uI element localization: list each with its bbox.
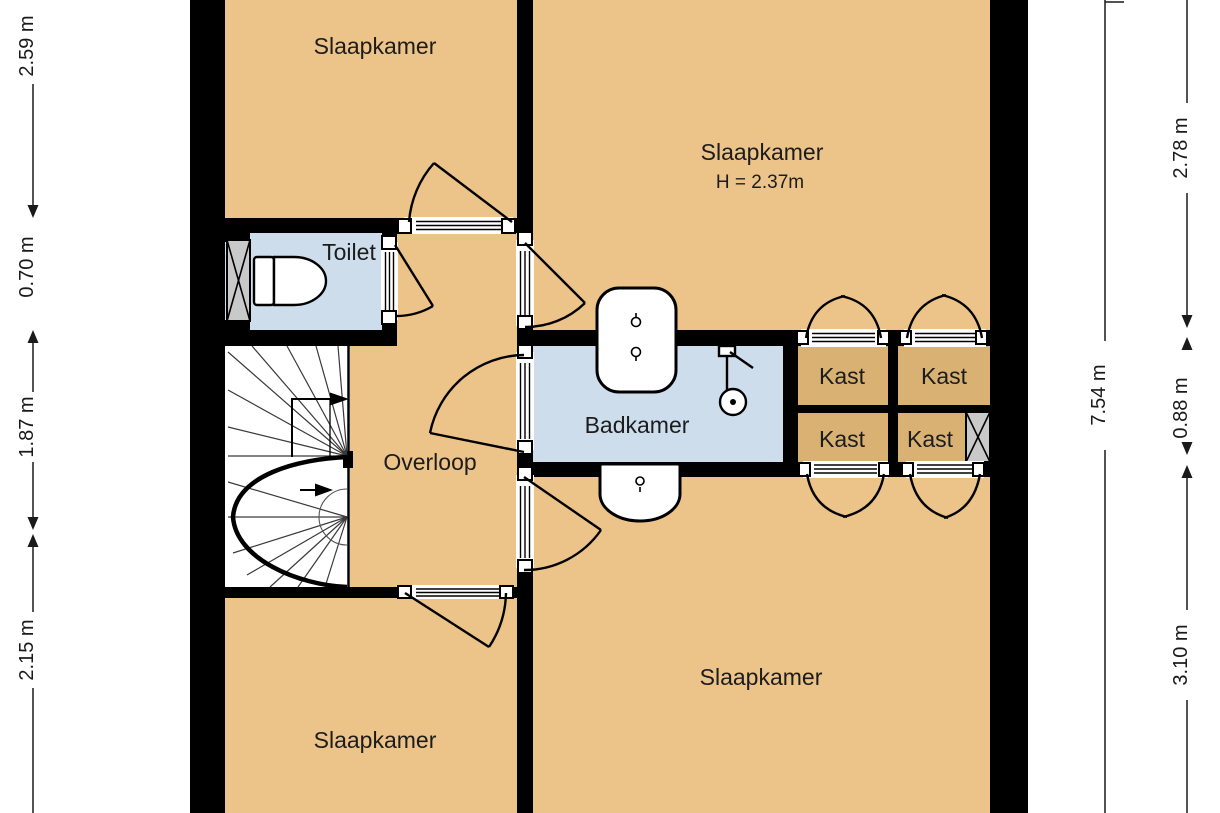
dim-arrow-icon [1181,465,1193,478]
stair-treads-upper [227,345,348,457]
wall-toilet-window-top [225,232,250,242]
dim-left-1: 2.59 m [16,15,38,76]
dimension-chain-left: 2.59 m 0.70 m 1.87 m 2.15 m [16,15,39,813]
staircase [227,345,350,590]
toilet-window-hatch-2 [226,239,251,322]
closet-window-hatch-2 [965,411,991,463]
bedroom-bottom-right-floor [517,462,990,813]
label-closet-bottom-right: Kast [907,426,954,452]
dim-arrow-icon [1181,442,1193,455]
label-bathroom: Badkamer [585,412,690,438]
label-landing: Overloop [383,449,476,475]
fixtures [252,255,754,523]
stair-treads-lower [227,481,348,588]
threshold-closetTR [899,329,988,347]
windows [226,239,991,463]
bedroom-bottom-left-floor [190,587,533,813]
door-bathroom [428,353,525,454]
wall-closet-divider-horizontal [798,405,990,413]
shower-fixture [717,344,754,417]
threshold-bedroomBL [397,585,514,599]
closet-top-left-floor [798,346,888,405]
dim-arrow-icon [1181,337,1193,350]
label-closet-top-right: Kast [921,363,968,389]
door-closetTR [905,293,984,339]
door-closetTL [804,294,883,339]
threshold-closetTL [796,329,890,347]
label-bedroom-bottom-left: Slaapkamer [314,727,437,753]
label-closet-bottom-left: Kast [819,426,866,452]
stair-inner-arc [318,488,348,546]
dim-arrow-icon [1181,315,1193,328]
dim-left-4: 2.15 m [16,619,38,680]
room-fills [190,0,990,813]
wall-closet-divider-vertical [888,346,898,462]
room-labels: Slaapkamer Slaapkamer H = 2.37m Toilet O… [314,33,968,753]
door-swings [393,162,984,649]
door-bedroomBL [404,591,508,649]
dimension-chains: 2.59 m 0.70 m 1.87 m 2.15 m 7.54 m 2.78 … [16,0,1193,813]
closet-bottom-right-floor [898,413,965,462]
walls [190,0,1028,813]
dimension-chain-right: 2.78 m 0.88 m 3.10 m [1170,0,1193,813]
wall-bathroom-right [783,330,798,477]
threshold-bedroomTL [397,217,516,234]
dim-left-3: 1.87 m [16,396,38,457]
label-bedroom-top-right: Slaapkamer [701,139,824,165]
double-washbasin-fixture [595,286,678,394]
wall-left-exterior [190,0,225,813]
threshold-closetBR [901,461,985,478]
stair-winder-curve [230,454,348,590]
stair-walkline [291,392,349,497]
door-thresholds [381,217,988,599]
toilet-fixture [252,255,328,307]
wall-toilet-window-bottom [225,320,250,346]
stair-up-arrow-icon [330,392,349,406]
threshold-bedroomBR [516,466,534,574]
label-bedroom-top-left: Slaapkamer [314,33,437,59]
label-toilet: Toilet [322,239,376,265]
closet-top-right-floor [898,346,990,405]
wall-bedroomBL-top [190,587,533,598]
wall-toilet-bottom [190,330,397,346]
dim-left-2: 0.70 m [16,236,38,297]
dim-arrow-icon [27,205,39,218]
closet-window [965,411,991,463]
dim-right-2: 0.88 m [1170,377,1192,438]
washbasin-fixture [598,462,682,523]
door-closetBR [908,473,982,520]
washbasin2-faucet-icon [635,476,645,492]
threshold-bedroomTR [516,231,534,330]
threshold-toilet [381,235,398,325]
door-bedroomBR [523,476,602,572]
label-bedroom-bottom-right: Slaapkamer [700,664,823,690]
label-bedroom-top-right-height: H = 2.37m [716,172,804,193]
toilet-window [226,239,251,322]
washbasin-faucet-icon [630,313,642,361]
door-closetBL [805,473,886,519]
threshold-bathroom [516,344,534,455]
dim-right-total: 7.54 m [1088,364,1110,425]
label-closet-top-left: Kast [819,363,866,389]
dim-right-1: 2.78 m [1170,117,1192,178]
threshold-closetBL [798,461,891,478]
stair-direction-arrow-icon [315,483,333,497]
door-bedroomTL [407,162,513,223]
door-toilet [393,244,435,318]
door-bedroomTR [524,242,586,329]
dim-arrow-icon [27,330,39,343]
wall-right-exterior [990,0,1028,813]
dim-arrow-icon [27,517,39,530]
dim-right-3: 3.10 m [1170,624,1192,685]
dim-arrow-icon [27,534,39,547]
dimension-chain-right-total: 7.54 m [1088,0,1124,813]
bedroom-top-right-floor [517,0,990,346]
closet-bottom-left-floor [798,413,888,462]
